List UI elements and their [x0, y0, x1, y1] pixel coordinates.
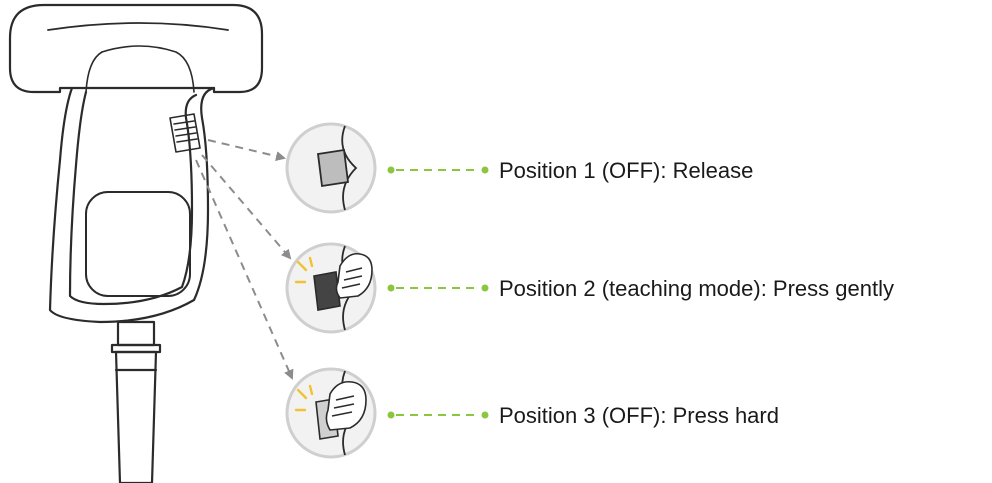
pendant-neck — [116, 320, 156, 347]
green-leaders — [387, 166, 489, 419]
callout-position-1 — [285, 122, 377, 214]
spark-icon — [294, 256, 314, 284]
spark-icon — [294, 384, 314, 412]
switch-arrows — [195, 139, 294, 380]
position-1-label: Position 1 (OFF): Release — [499, 158, 754, 183]
hand-press-icon — [335, 252, 373, 299]
leader-position-1 — [387, 166, 489, 174]
pendant-body — [48, 86, 216, 324]
pendant-inner-top-left — [85, 51, 103, 93]
arrow-to-position-1 — [207, 139, 286, 162]
position-2-label: Position 2 (teaching mode): Press gently — [499, 276, 894, 301]
switch-released — [316, 148, 350, 188]
pendant-cable — [114, 350, 158, 483]
callout-position-3 — [285, 367, 377, 459]
pendant-head — [8, 3, 264, 94]
pendant-head-slot — [47, 22, 229, 31]
teach-pendant — [8, 3, 264, 483]
arrow-to-position-3 — [195, 159, 294, 380]
pendant-neck-ring — [110, 343, 162, 354]
switch-pressed-gently — [313, 271, 341, 311]
hand-press-icon — [325, 380, 367, 431]
enabling-switch — [169, 113, 201, 153]
leader-position-3 — [387, 411, 489, 419]
position-3-label: Position 3 (OFF): Press hard — [499, 403, 779, 428]
pendant-grip-recess — [85, 191, 191, 297]
pendant-inner-top — [101, 45, 195, 93]
leader-position-2 — [387, 284, 489, 292]
arrow-to-position-2 — [201, 154, 292, 260]
callout-position-2 — [285, 242, 377, 334]
